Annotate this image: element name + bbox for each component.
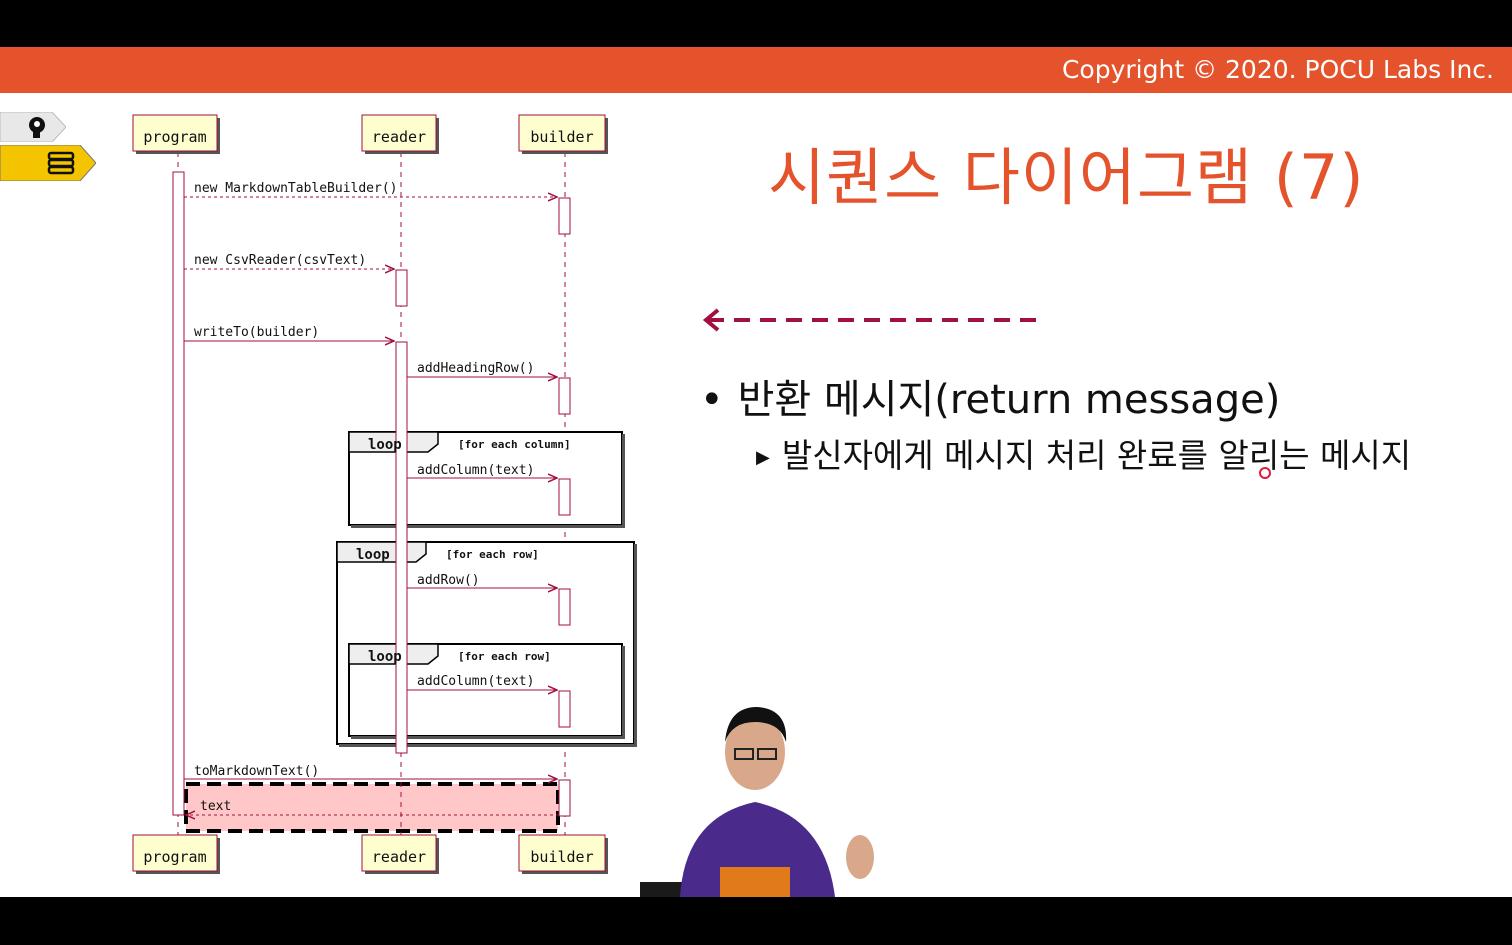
msg-label-5: addColumn(text) bbox=[417, 463, 534, 478]
svg-text:program: program bbox=[143, 848, 206, 866]
fragment-op-1: loop bbox=[368, 437, 402, 453]
msg-label-8: toMarkdownText() bbox=[194, 764, 319, 779]
activation-reader-2 bbox=[395, 341, 408, 754]
activation-builder-5 bbox=[558, 690, 571, 728]
msg-label-2: new CsvReader(csvText) bbox=[194, 253, 366, 268]
msg-label-1: new MarkdownTableBuilder() bbox=[194, 181, 398, 196]
loop-fragment-columns bbox=[348, 431, 625, 528]
svg-text:builder: builder bbox=[530, 128, 593, 146]
activation-builder-6 bbox=[558, 779, 571, 817]
header-banner: Copyright © 2020. POCU Labs Inc. bbox=[0, 47, 1512, 93]
bullet-return-message-text: 반환 메시지(return message) bbox=[737, 377, 1281, 423]
participant-builder-bottom: builder bbox=[518, 834, 608, 874]
sequence-diagram: new MarkdownTableBuilder() new CsvReader… bbox=[132, 114, 637, 874]
sub-bullet-description: ▶발신자에게 메시지 처리 완료를 알리는 메시지 bbox=[756, 436, 1412, 475]
head-gear-icon[interactable] bbox=[0, 112, 66, 142]
presenter-video bbox=[640, 707, 874, 897]
msg-label-6: addRow() bbox=[417, 573, 480, 588]
fragment-guard-1: [for each column] bbox=[458, 438, 571, 451]
participant-program-bottom: program bbox=[132, 834, 220, 874]
participant-program-top: program bbox=[132, 114, 220, 154]
msg-label-return: text bbox=[200, 799, 231, 814]
bullet-return-message: •반환 메시지(return message) bbox=[700, 377, 1281, 423]
participant-reader-top: reader bbox=[361, 114, 439, 154]
svg-text:reader: reader bbox=[372, 848, 426, 866]
activation-reader-1 bbox=[395, 269, 408, 307]
svg-text:builder: builder bbox=[530, 848, 593, 866]
sub-bullet-text: 발신자에게 메시지 처리 완료를 알리는 메시지 bbox=[781, 436, 1412, 475]
activation-program bbox=[172, 171, 185, 816]
laser-pointer-dot bbox=[1259, 467, 1271, 479]
svg-text:reader: reader bbox=[372, 128, 426, 146]
participant-builder-top: builder bbox=[518, 114, 608, 154]
copyright-text: Copyright © 2020. POCU Labs Inc. bbox=[1061, 55, 1494, 84]
activation-builder-2 bbox=[558, 377, 571, 415]
svg-text:program: program bbox=[143, 128, 206, 146]
msg-label-3: writeTo(builder) bbox=[194, 325, 319, 340]
participant-reader-bottom: reader bbox=[361, 834, 439, 874]
fragment-op-3: loop bbox=[368, 649, 402, 665]
msg-label-7: addColumn(text) bbox=[417, 674, 534, 689]
fragment-guard-3: [for each row] bbox=[458, 650, 551, 663]
activation-builder-3 bbox=[558, 478, 571, 516]
book-stack-icon[interactable] bbox=[0, 145, 96, 181]
bottom-letterbox bbox=[0, 897, 1512, 945]
activation-builder-1 bbox=[558, 197, 571, 235]
slide-title: 시퀀스 다이어그램 (7) bbox=[768, 141, 1365, 214]
return-highlight bbox=[184, 782, 560, 833]
fragment-guard-2: [for each row] bbox=[446, 548, 539, 561]
slide: Copyright © 2020. POCU Labs Inc. bbox=[0, 47, 1512, 897]
msg-label-4: addHeadingRow() bbox=[417, 361, 534, 376]
activation-builder-4 bbox=[558, 588, 571, 626]
fragment-op-2: loop bbox=[356, 547, 390, 563]
return-message-arrow-icon bbox=[702, 308, 1045, 332]
